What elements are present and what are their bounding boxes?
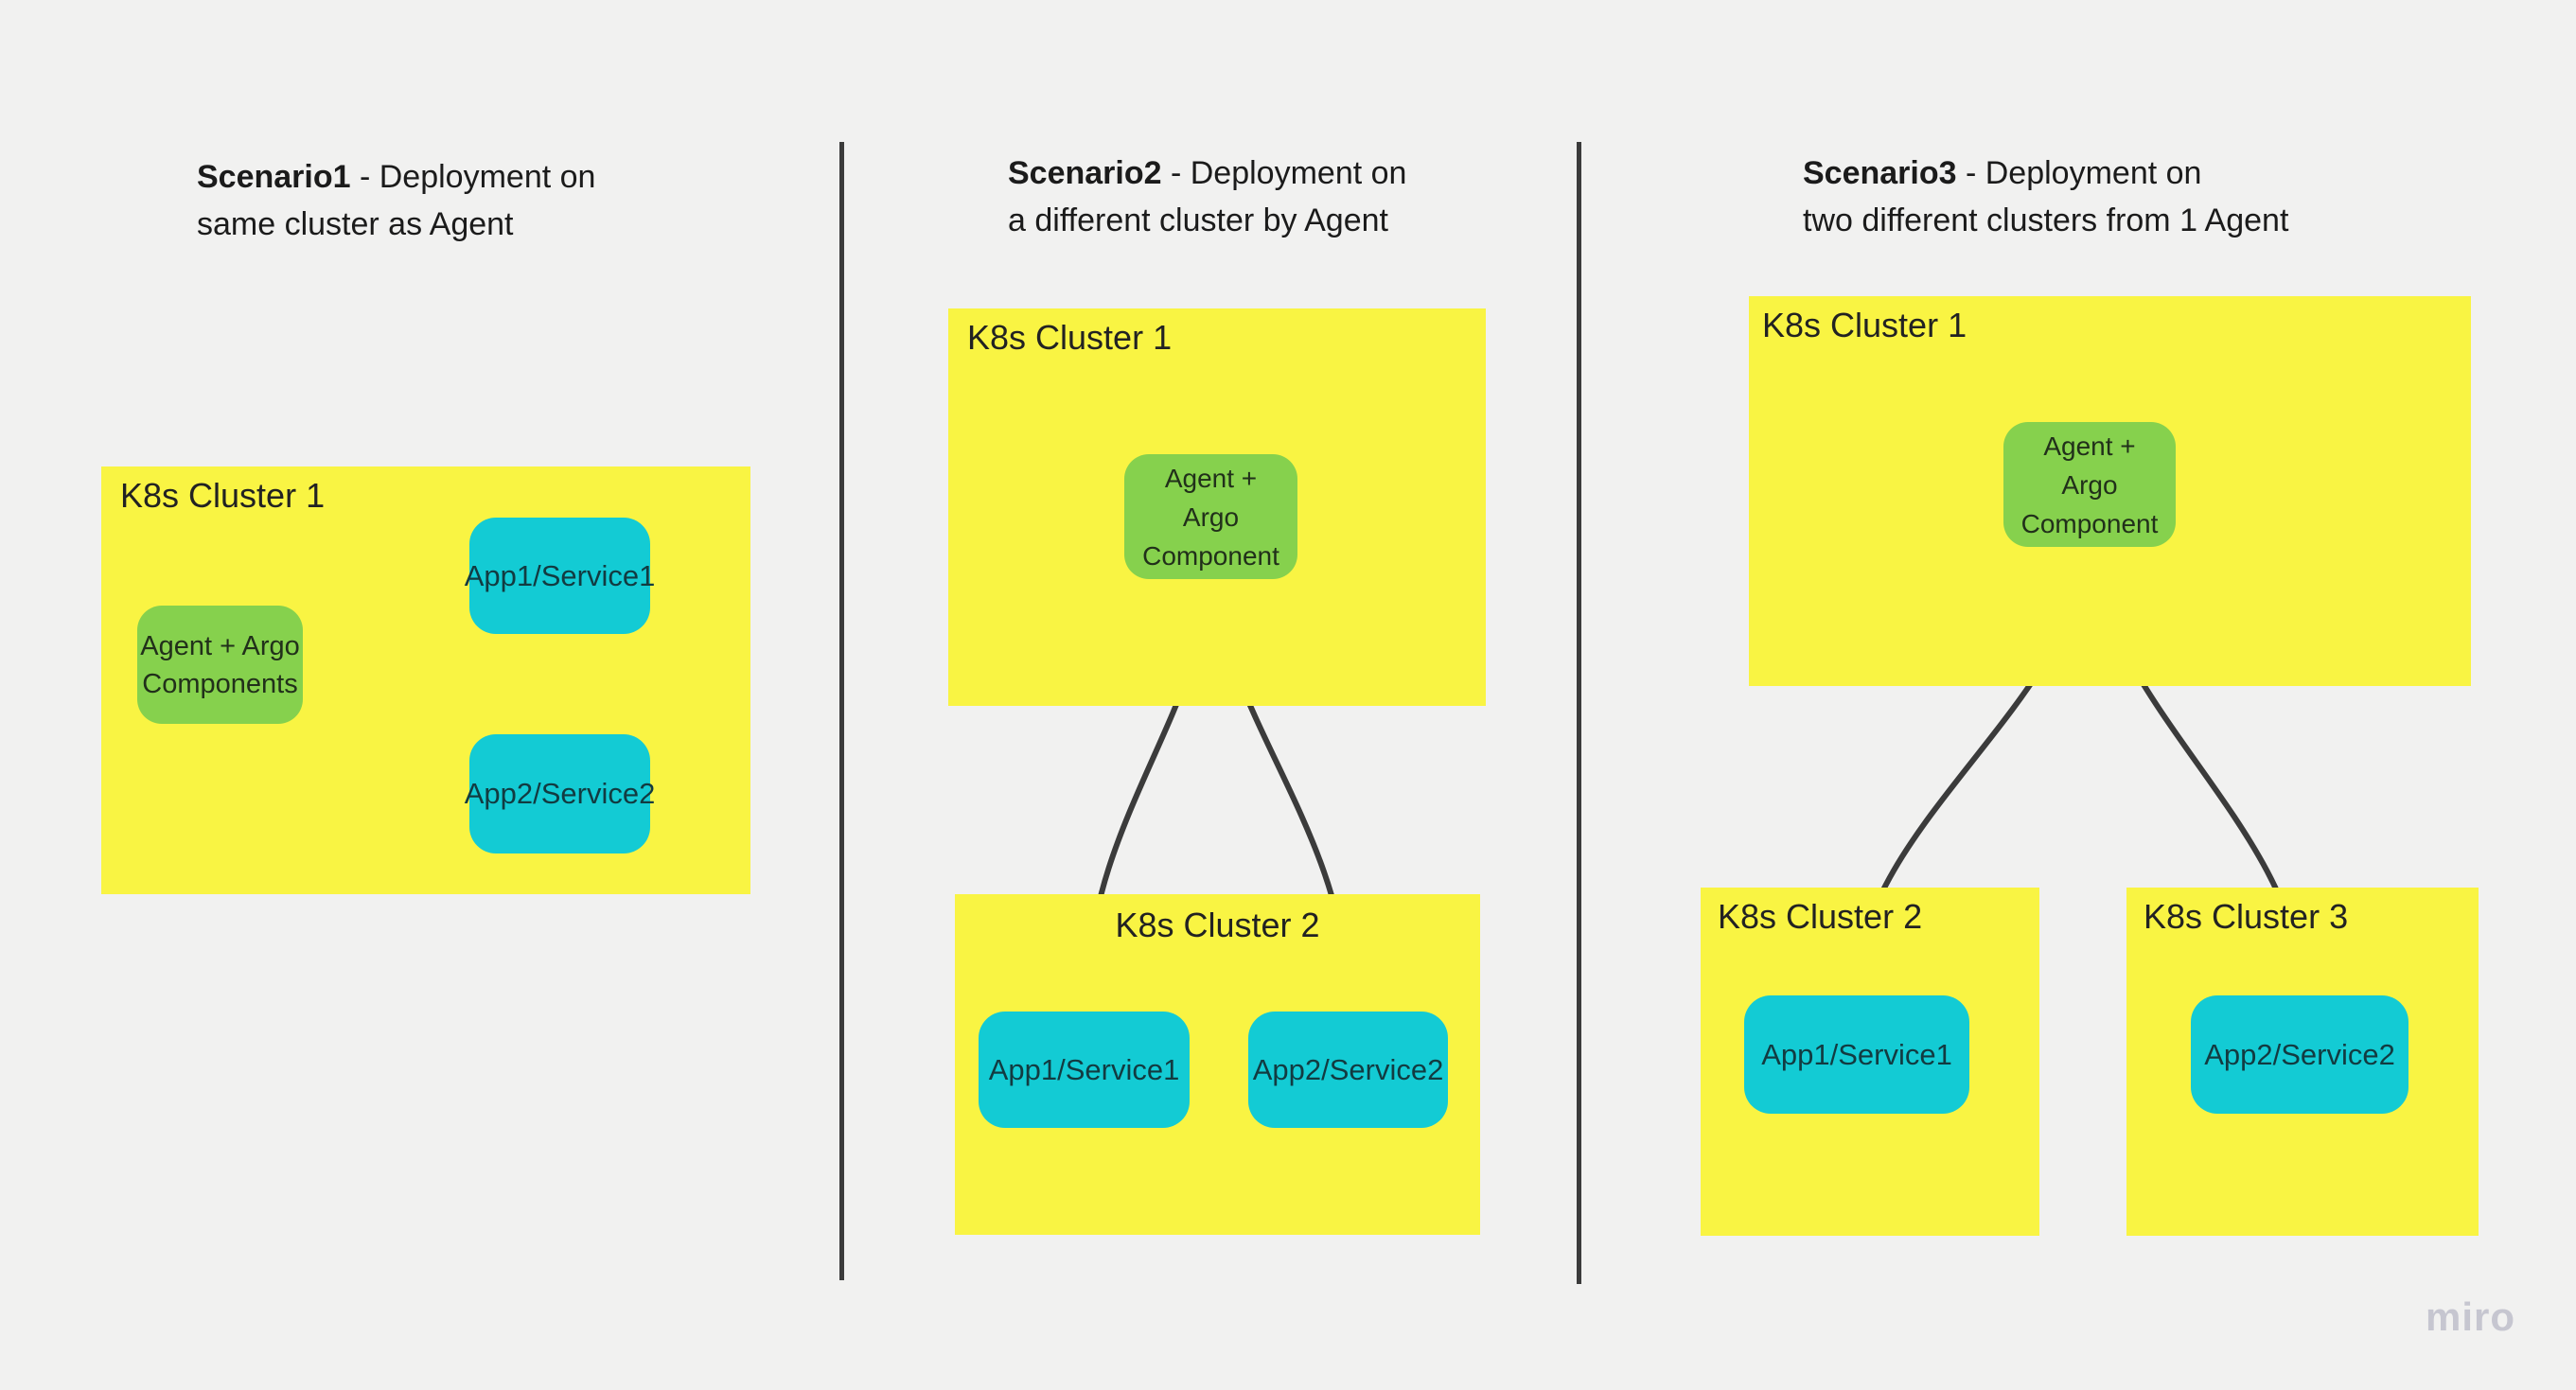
s1-app2-label: App2/Service2 [464, 777, 656, 810]
s1-cluster1-label: K8s Cluster 1 [120, 476, 326, 515]
s1-agent-label-line2: Components [142, 668, 298, 699]
s2-cluster1-label: K8s Cluster 1 [967, 318, 1173, 357]
scenario2-title: Scenario2 - Deployment on a different cl… [1008, 150, 1519, 244]
s2-app1-node[interactable]: App1/Service1 [979, 1012, 1190, 1128]
s3-app1-label: App1/Service1 [1761, 1037, 1952, 1071]
s3-cluster2-label: K8s Cluster 2 [1718, 897, 1923, 936]
s2-agent-node[interactable]: Agent + Argo Component [1124, 454, 1297, 579]
miro-watermark: miro [2426, 1294, 2516, 1339]
s1-app2-node[interactable]: App2/Service2 [465, 734, 655, 853]
scenario3-title-bold: Scenario3 [1803, 155, 1957, 191]
s3-cluster1-label: K8s Cluster 1 [1762, 306, 1967, 344]
s1-agent-node[interactable]: Agent + Argo Components [137, 606, 303, 724]
s3-cluster1-box[interactable]: K8s Cluster 1 Agent + Argo Component [1749, 296, 2471, 686]
s3-agent-node[interactable]: Agent + Argo Component [2003, 422, 2176, 547]
s3-app2-node[interactable]: App2/Service2 [2191, 995, 2408, 1114]
scenario3-title: Scenario3 - Deployment on two different … [1803, 150, 2390, 244]
s2-agent-label-line2: Argo [1182, 501, 1240, 532]
scenario2-title-rest: - Deployment on [1161, 155, 1407, 191]
s3-cluster3-box[interactable]: K8s Cluster 3 App2/Service2 [2126, 888, 2479, 1236]
scenario1-title: Scenario1 - Deployment on same cluster a… [197, 153, 670, 248]
s1-agent-label-line1: Agent + Argo [140, 630, 300, 661]
s2-cluster1-box[interactable]: K8s Cluster 1 Agent + Argo Component [948, 308, 1486, 706]
s2-agent-label-line3: Component [1142, 540, 1279, 571]
s3-agent-label-line2: Argo [2061, 469, 2118, 500]
panel-divider-2 [1577, 142, 1581, 1284]
scenario2-title-line2: a different cluster by Agent [1008, 202, 1388, 238]
scenario1-title-line2: same cluster as Agent [197, 206, 514, 242]
s2-app2-node[interactable]: App2/Service2 [1248, 1012, 1448, 1128]
s3-cluster3-label: K8s Cluster 3 [2144, 897, 2349, 936]
s1-app1-label: App1/Service1 [464, 558, 656, 592]
scenario1-title-rest: - Deployment on [350, 159, 596, 195]
s3-agent-label-line1: Agent + [2043, 431, 2136, 461]
s3-app1-node[interactable]: App1/Service1 [1744, 995, 1969, 1114]
s2-agent-label-line1: Agent + [1164, 463, 1258, 493]
panel-divider-1 [839, 142, 844, 1280]
s3-cluster2-box[interactable]: K8s Cluster 2 App1/Service1 [1701, 888, 2039, 1236]
s3-agent-label-line3: Component [2020, 508, 2159, 538]
s2-cluster2-label: K8s Cluster 2 [1115, 906, 1320, 944]
s2-app1-label: App1/Service1 [988, 1052, 1180, 1086]
scenario2-title-bold: Scenario2 [1008, 155, 1162, 191]
s2-cluster2-box[interactable]: K8s Cluster 2 App1/Service1 App2/Service… [955, 894, 1480, 1235]
s2-app2-label: App2/Service2 [1252, 1052, 1444, 1086]
s1-cluster1-box[interactable]: K8s Cluster 1 Agent + Argo Components Ap… [101, 466, 750, 894]
s1-app1-node[interactable]: App1/Service1 [465, 518, 655, 634]
s3-app2-label: App2/Service2 [2204, 1037, 2395, 1071]
scenario1-title-bold: Scenario1 [197, 159, 351, 195]
scenario3-title-line2: two different clusters from 1 Agent [1803, 202, 2289, 238]
scenario3-title-rest: - Deployment on [1956, 155, 2202, 191]
